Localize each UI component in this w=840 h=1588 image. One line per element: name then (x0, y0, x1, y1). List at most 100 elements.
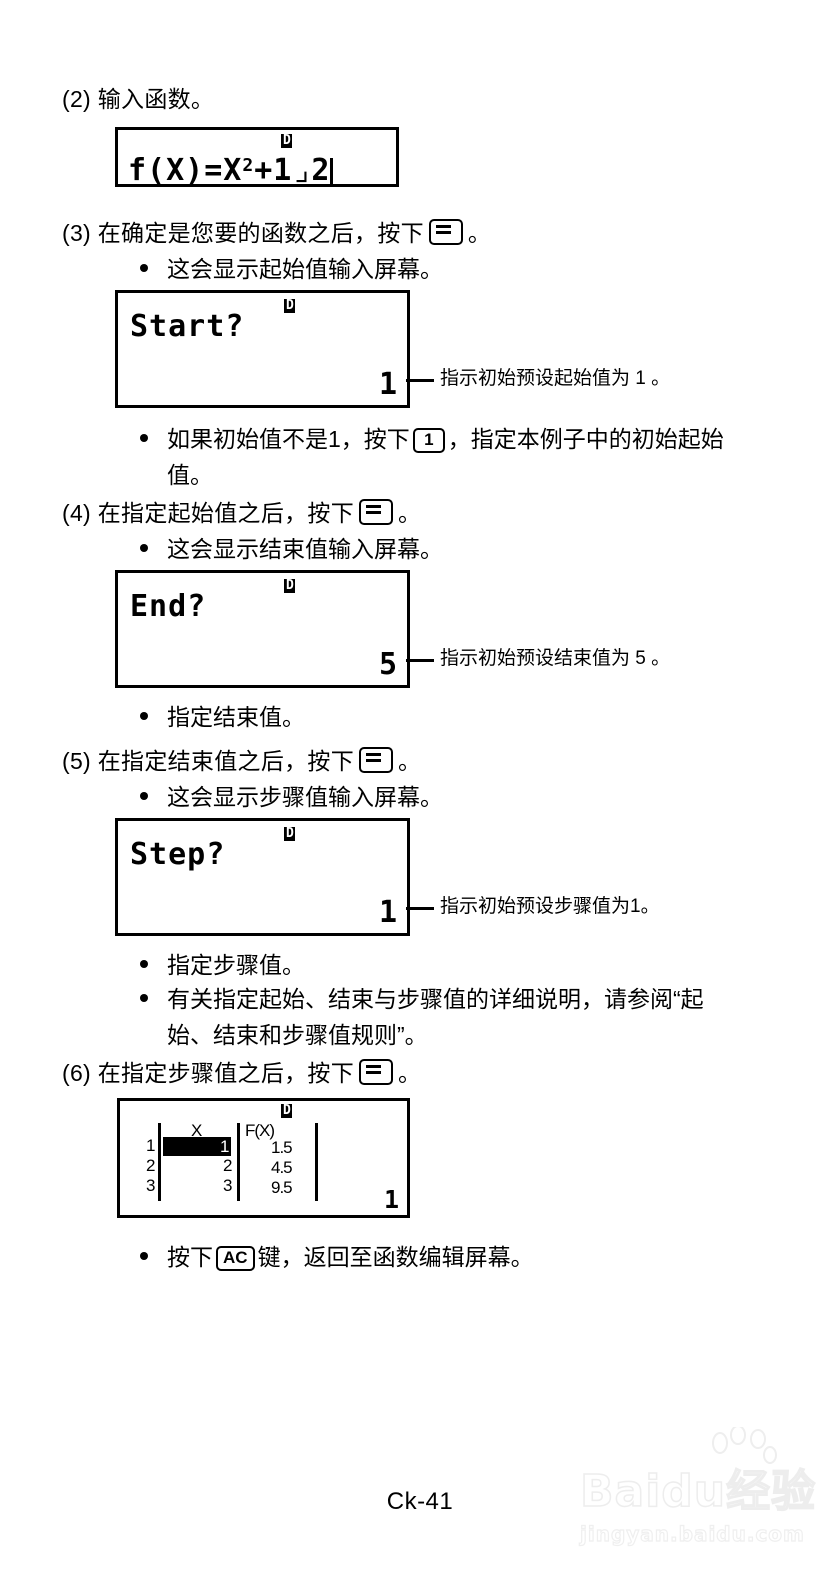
step-6-text-after: 。 (398, 1060, 422, 1086)
step-4-line: (4) 在指定起始值之后，按下 。 (62, 496, 421, 530)
page-footer: Ck-41 (386, 1488, 454, 1515)
function-suffix: +1⌟2 (254, 153, 331, 188)
bullet-dot (140, 792, 148, 800)
lcd-indicator-d-start: D (284, 298, 295, 313)
bullet-5-2-text: 指定步骤值。 (167, 952, 305, 978)
callout-leader-step (406, 907, 434, 910)
bullet-5-1: 这会显示步骤值输入屏幕。 (140, 780, 740, 814)
lcd-end-prompt: D End? 5 (115, 570, 410, 688)
bullet-5-1-text: 这会显示步骤值输入屏幕。 (167, 784, 443, 810)
lcd-end-value: 5 (378, 647, 397, 682)
table-x-value-1: 1 (220, 1137, 230, 1156)
step-6-line: (6) 在指定步骤值之后，按下 。 (62, 1056, 421, 1090)
bullet-dot (140, 544, 148, 552)
equals-key-icon[interactable] (359, 499, 394, 525)
lcd-function-expression: f(X)=X2+1⌟2 (128, 150, 334, 188)
bullet-4-2-text: 指定结束值。 (167, 704, 305, 730)
step-5-line: (5) 在指定结束值之后，按下 。 (62, 744, 421, 778)
bullet-3-2-line2: 值。 (167, 462, 213, 488)
callout-end-text: 指示初始预设结束值为 5 。 (440, 648, 671, 669)
text-cursor (330, 158, 334, 184)
step-6-number: (6) (62, 1060, 92, 1086)
table-x-value-3: 3 (223, 1176, 233, 1195)
lcd-indicator-d-table: D (281, 1103, 292, 1118)
equals-key-icon[interactable] (359, 1059, 394, 1085)
paw-icon (712, 1427, 777, 1464)
step-5-text-before: 在指定结束值之后，按下 (97, 748, 355, 774)
equals-key-icon[interactable] (359, 747, 394, 773)
table-fx-value-2: 4.5 (271, 1158, 293, 1177)
bullet-3-2-part2: ，指定本例子中的初始起始 (447, 426, 724, 452)
bullet-dot (140, 994, 148, 1002)
bullet-3-1: 这会显示起始值输入屏幕。 (140, 252, 740, 286)
callout-step-text: 指示初始预设步骤值为1。 (440, 896, 660, 917)
table-fx-value-3: 9.5 (271, 1178, 293, 1197)
step-3-text-before: 在确定是您要的函数之后，按下 (97, 220, 424, 246)
table-fx-value-1: 1.5 (271, 1138, 293, 1157)
table-row-number-3: 3 (146, 1176, 156, 1195)
digit-1-key-icon[interactable]: 1 (412, 428, 445, 453)
bullet-dot (140, 1252, 148, 1260)
step-4-number: (4) (62, 500, 92, 526)
bullet-5-2: 指定步骤值。 (140, 948, 740, 982)
step-2-line: (2) 输入函数。 (62, 82, 214, 116)
step-2-number: (2) (62, 86, 92, 112)
callout-leader-start (406, 379, 434, 382)
lcd-start-prompt-text: Start? (130, 309, 245, 344)
bullet-dot (140, 264, 148, 272)
step-6-text-before: 在指定步骤值之后，按下 (97, 1060, 355, 1086)
table-header-fx: F(X) (245, 1121, 275, 1140)
step-4-text-after: 。 (398, 500, 422, 526)
bullet-4-1: 这会显示结束值输入屏幕。 (140, 532, 740, 566)
bullet-6-1-part1: 按下 (167, 1244, 213, 1270)
lcd-start-prompt: D Start? 1 (115, 290, 410, 408)
bullet-3-2-part1: 如果初始值不是1，按下 (167, 426, 410, 452)
bullet-6-1-part2: 键，返回至函数编辑屏幕。 (257, 1244, 534, 1270)
equals-key-icon[interactable] (428, 219, 463, 245)
callout-start-text: 指示初始预设起始值为 1 。 (440, 368, 671, 389)
lcd-step-value: 1 (378, 895, 397, 930)
function-exponent: 2 (242, 155, 255, 176)
lcd-indicator-d-end: D (284, 578, 295, 593)
step-4-text-before: 在指定起始值之后，按下 (97, 500, 355, 526)
step-3-number: (3) (62, 220, 92, 246)
lcd-step-prompt: D Step? 1 (115, 818, 410, 936)
step-5-text-after: 。 (398, 748, 422, 774)
bullet-3-1-text: 这会显示起始值输入屏幕。 (167, 256, 443, 282)
table-rule-right (315, 1123, 318, 1201)
table-row-number-2: 2 (146, 1156, 156, 1175)
table-rule-left (158, 1123, 161, 1201)
ac-key-icon[interactable]: AC (216, 1246, 255, 1271)
watermark-sub-text: jingyan.baidu.com (579, 1521, 805, 1546)
step-5-number: (5) (62, 748, 92, 774)
bullet-5-3-line1: 有关指定起始、结束与步骤值的详细说明，请参阅“起 (167, 986, 704, 1012)
lcd-indicator-d-function: D (281, 133, 292, 148)
bullet-4-1-text: 这会显示结束值输入屏幕。 (167, 536, 443, 562)
lcd-table-result: D 1 2 3 X 1 2 3 F(X) 1.5 4.5 9.5 1 (117, 1098, 410, 1218)
step-2-text: 输入函数。 (97, 86, 215, 112)
bullet-dot (140, 712, 148, 720)
lcd-end-prompt-text: End? (130, 589, 207, 624)
table-row-number-1: 1 (146, 1136, 156, 1155)
bullet-5-3-line2: 始、结束和步骤值规则”。 (167, 1022, 428, 1048)
table-selected-row-highlight[interactable] (163, 1137, 231, 1156)
step-3-text-after: 。 (467, 220, 492, 246)
callout-leader-end (406, 659, 434, 662)
lcd-start-value: 1 (378, 367, 397, 402)
lcd-indicator-d-step: D (284, 826, 295, 841)
table-page-indicator: 1 (383, 1185, 399, 1214)
function-prefix: f(X)=X (128, 153, 243, 188)
bullet-4-2: 指定结束值。 (140, 700, 740, 734)
bullet-dot (140, 960, 148, 968)
bullet-5-3: 有关指定起始、结束与步骤值的详细说明，请参阅“起 始、结束和步骤值规则”。 (140, 982, 820, 1052)
lcd-step-prompt-text: Step? (130, 837, 226, 872)
lcd-function-editor: D f(X)=X2+1⌟2 (115, 127, 399, 187)
table-rule-middle (237, 1123, 240, 1201)
table-x-value-2: 2 (223, 1156, 233, 1175)
bullet-dot (140, 434, 148, 442)
